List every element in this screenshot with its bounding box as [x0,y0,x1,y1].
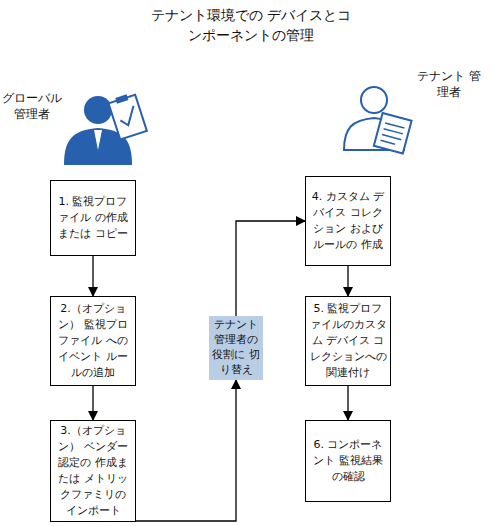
role-label: グローバル 管理者 [0,90,64,122]
flow-arrow [347,266,348,296]
box-text: 5. 監視プロファイルのカスタム デバイス コレクションへの関連付け [309,301,387,381]
flow-arrow [92,386,93,420]
role-switch-box: テナント 管理者の 役割に 切り替え [209,316,263,380]
box-text: 4. カスタム デバイス コレクション およびルールの 作成 [309,189,387,253]
process-box: 1. 監視プロファイル の作成または コピー [50,180,136,256]
flow-arrow [347,386,348,420]
box-text: テナント 管理者の 役割に 切り替え [212,318,260,377]
box-text: 6. コンポーネント 監視結果の確認 [309,437,387,485]
box-text: 3.（オプション） ベンダー認定の 作成または メトリックファミリの インポート [54,423,132,519]
box-text: 2.（オプション） 監視プロファイル へのイベント ルールの追加 [54,301,132,381]
process-box: 2.（オプション） 監視プロファイル へのイベント ルールの追加 [50,296,136,386]
process-box: 5. 監視プロファイルのカスタム デバイス コレクションへの関連付け [305,296,391,386]
box-text: 1. 監視プロファイル の作成または コピー [54,194,132,242]
process-box: 3.（オプション） ベンダー認定の 作成または メトリックファミリの インポート [50,420,136,522]
role-label: テナント 管理者 [414,68,484,100]
process-box: 4. カスタム デバイス コレクション およびルールの 作成 [305,176,391,266]
process-box: 6. コンポーネント 監視結果の確認 [305,420,391,502]
diagram-title: テナント環境での デバイスとコンポーネントの管理 [0,6,502,45]
flow-arrow [92,256,93,296]
flow-arrow [236,221,305,316]
